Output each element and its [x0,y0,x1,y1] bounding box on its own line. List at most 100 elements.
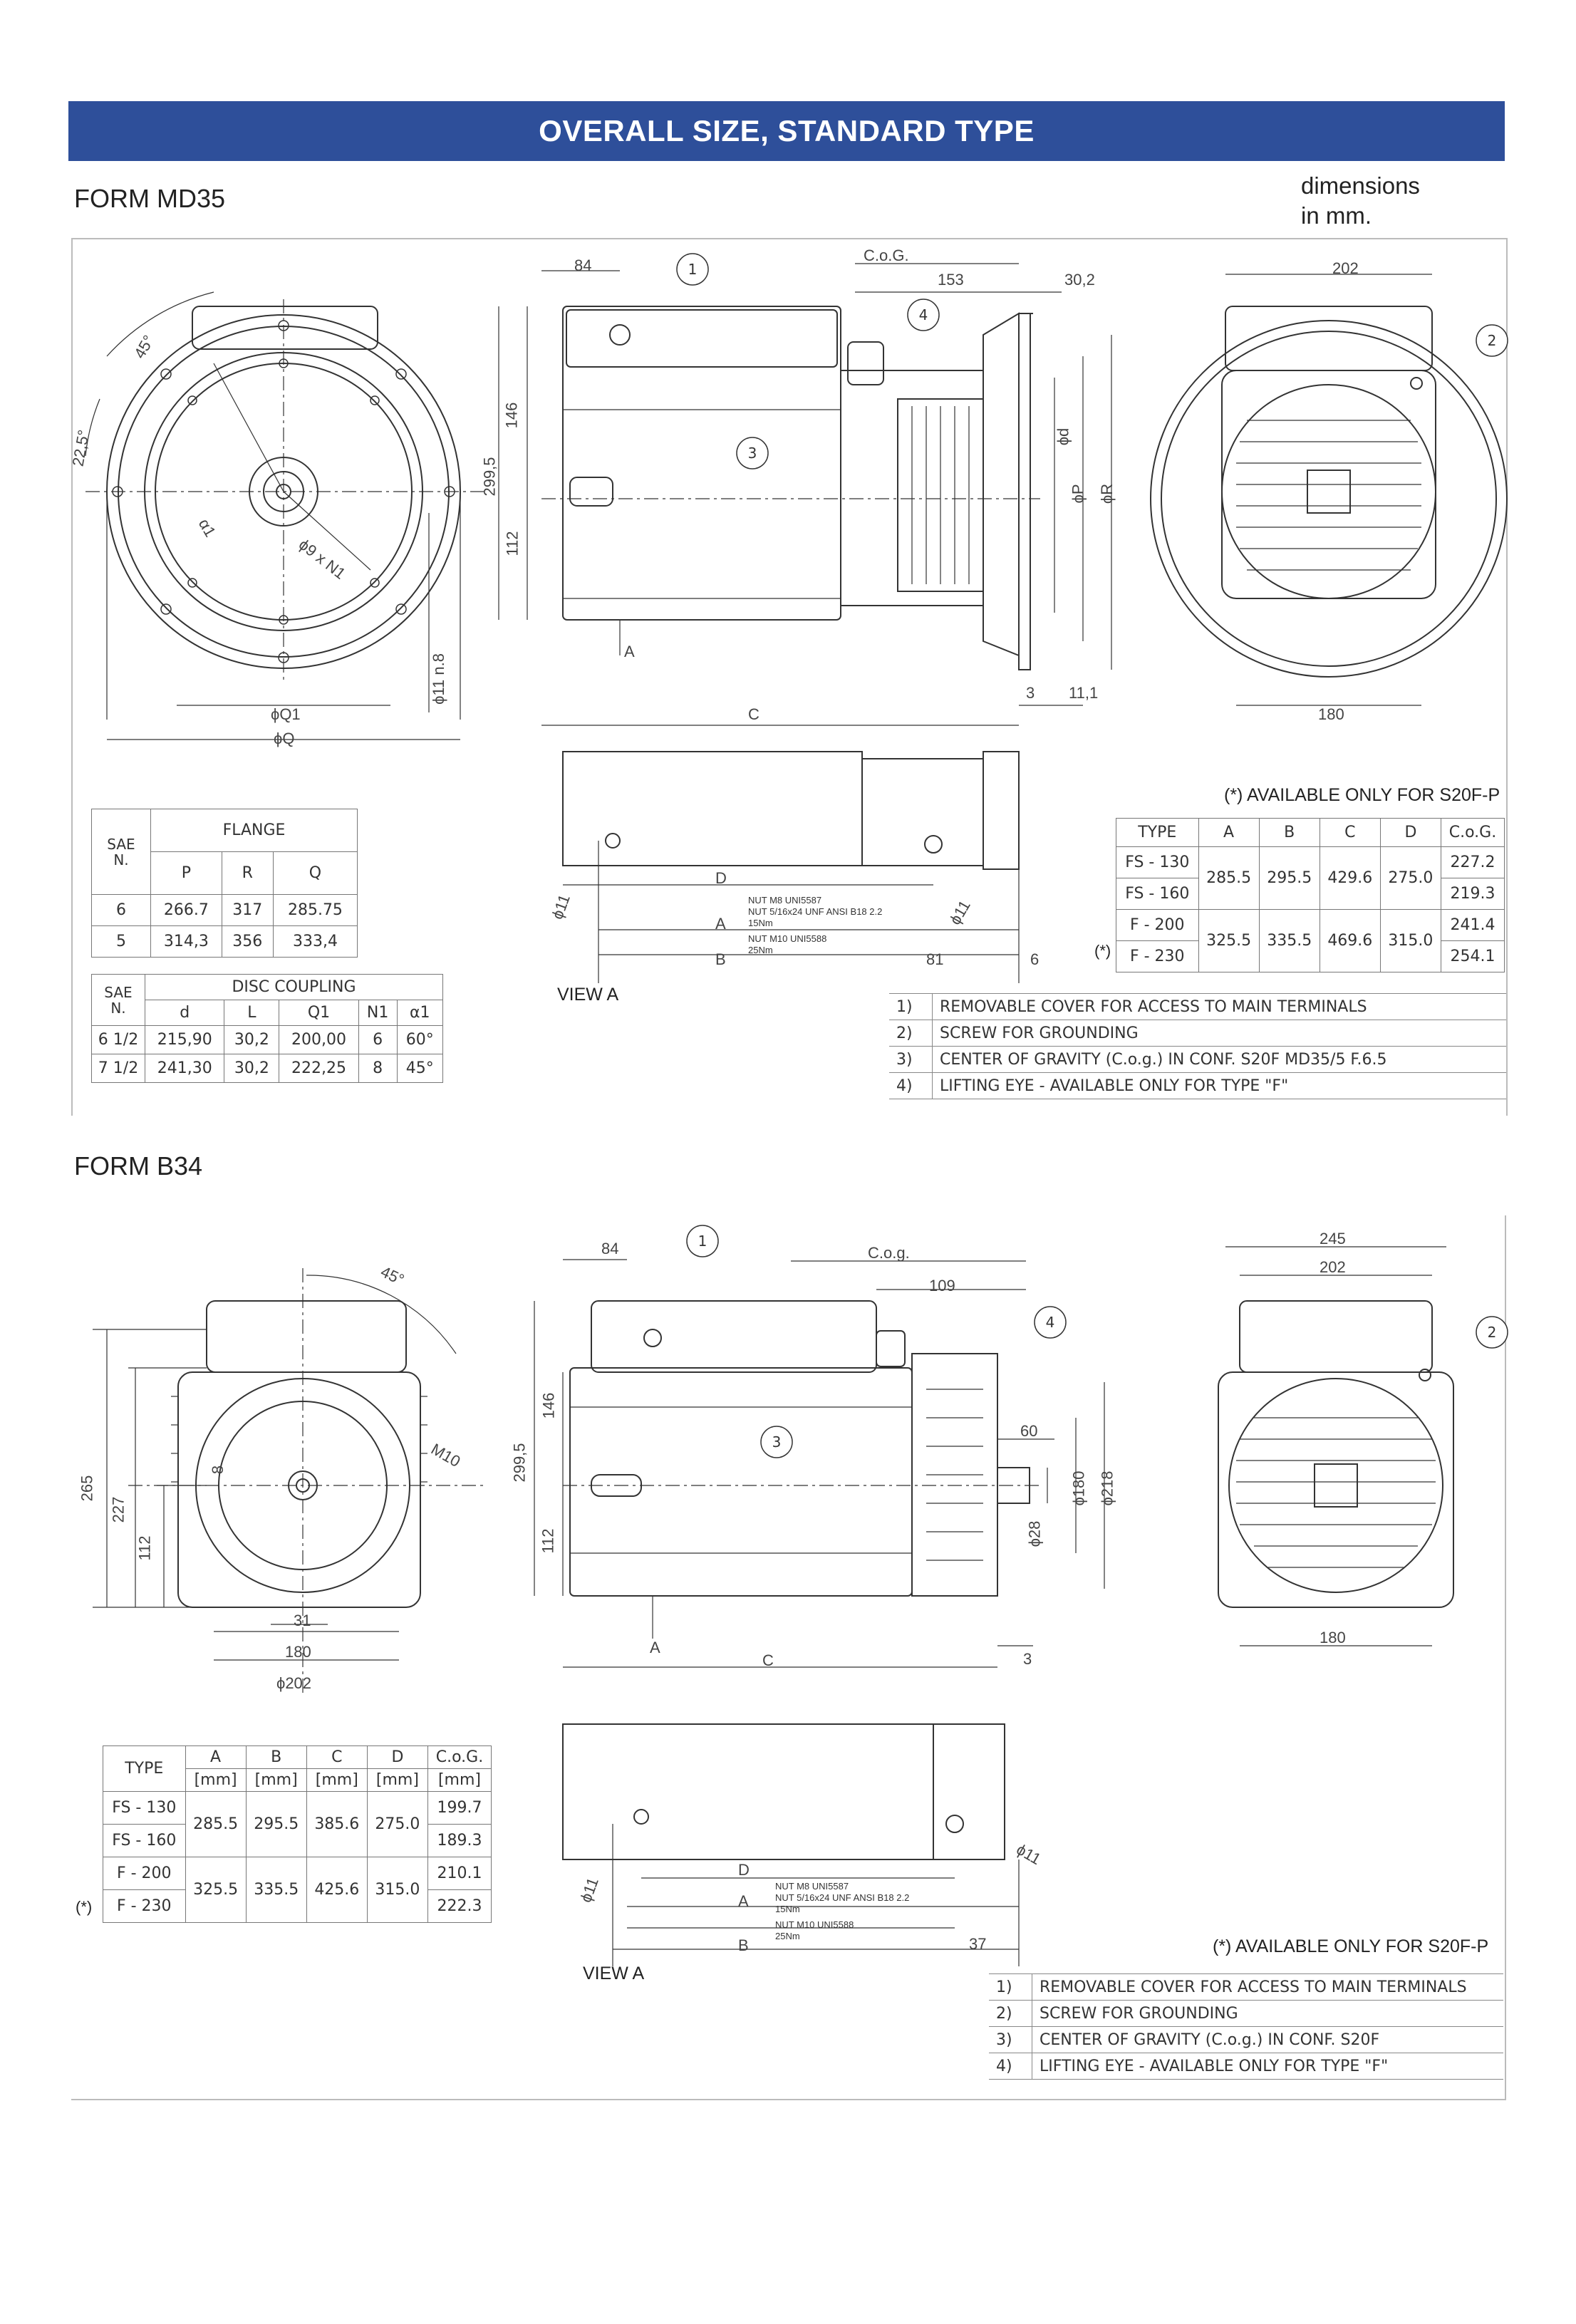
disc-col-d: d [144,1000,225,1026]
table-cell: 469.6 [1319,909,1381,972]
table-cell: 227.2 [1440,846,1505,878]
b34-end-202: 202 [1320,1258,1346,1276]
b34-side-a: A [650,1639,660,1656]
b34-dim-227: 227 [109,1496,128,1523]
table-cell: 429.6 [1319,846,1381,910]
dims-note-line2: in mm. [1301,202,1372,229]
b34-type-star: (*) [76,1898,93,1916]
table-cell: 30,2 [224,1025,280,1054]
b34-nut-1: NUT M8 UNI5587 [775,1881,849,1892]
b34-bottom-37: 37 [969,1935,987,1953]
b34-callout-1: 1 [698,1233,707,1250]
b34-col-type: TYPE [103,1745,186,1792]
md35-callout-2: 2 [1488,332,1497,349]
table-cell: 7 1/2 [91,1054,145,1083]
type-col-d: D [1379,818,1441,847]
table-cell: 317 [221,894,274,926]
disc-sae-text: SAE [104,983,133,1001]
table-cell: 199.7 [427,1791,492,1825]
table-cell: 219.3 [1440,878,1505,910]
legend-text: LIFTING EYE - AVAILABLE ONLY FOR TYPE "F… [1032,2053,1503,2080]
md35-nut-3: NUT M10 UNI5588 [748,933,827,944]
md35-side-c: C [748,705,760,723]
legend-number: 2) [889,1020,933,1047]
b34-side-view [534,1259,1105,1668]
b34-end-view [1218,1246,1454,1646]
md35-side-a: A [624,643,635,660]
b34-dim-60: 60 [1020,1422,1038,1440]
b34-cog-label: C.o.g. [868,1244,910,1262]
b34-dim-31: 31 [294,1612,311,1629]
legend-text: REMOVABLE COVER FOR ACCESS TO MAIN TERMI… [1032,1973,1503,2001]
legend-text: CENTER OF GRAVITY (C.o.g.) IN CONF. S20F [1032,2026,1503,2053]
legend-text: SCREW FOR GROUNDING [932,1020,1506,1047]
unit-cell: [mm] [427,1768,492,1792]
table-cell: 222.3 [427,1889,492,1923]
table-cell: F - 230 [103,1889,186,1923]
form-md35-label: FORM MD35 [74,184,226,213]
md35-dim-30-2: 30,2 [1064,271,1095,289]
md35-legend: 1)REMOVABLE COVER FOR ACCESS TO MAIN TER… [889,993,1506,1099]
b34-bottom-b: B [738,1936,749,1954]
md35-bottom-d: D [715,869,727,887]
md35-callout-4: 4 [919,306,928,323]
page-title: OVERALL SIZE, STANDARD TYPE [539,114,1035,147]
b34-dim-3: 3 [1023,1650,1032,1668]
table-cell: 6 [91,894,151,926]
unit-cell: [mm] [306,1768,368,1792]
b34-dim-84: 84 [601,1240,619,1257]
md35-end-view [1150,274,1508,706]
unit-cell: [mm] [245,1768,307,1792]
table-cell: 325.5 [185,1857,247,1923]
table-cell: 285.5 [1198,846,1260,910]
md35-dim-84: 84 [574,256,592,274]
table-cell: 285.5 [185,1791,247,1857]
b34-dim-112-side: 112 [539,1528,557,1554]
table-cell: 275.0 [1379,846,1441,910]
flange-n-text: N. [113,851,129,868]
b34-type-table: TYPE A B C D C.o.G. [mm] [mm] [mm] [mm] … [103,1745,492,1923]
b34-callout-3: 3 [772,1433,782,1451]
md35-q1-label: ϕQ1 [271,705,301,723]
b34-torque-1: 15Nm [775,1904,800,1914]
legend-number: 1) [889,993,933,1020]
table-cell: 45° [396,1054,444,1083]
b34-legend: 1)REMOVABLE COVER FOR ACCESS TO MAIN TER… [989,1973,1503,2080]
b34-nut-notes: NUT M8 UNI5587 NUT 5/16x24 UNF ANSI B18 … [775,1881,909,1942]
md35-availability-note: (*) AVAILABLE ONLY FOR S20F-P [1224,785,1500,805]
b34-dim-299-5: 299,5 [510,1443,529,1483]
b34-dim-146: 146 [539,1392,558,1419]
flange-col-p: P [150,851,222,895]
table-cell: 6 [358,1025,398,1054]
table-cell: F - 200 [103,1857,186,1890]
md35-q-label: ϕQ [274,730,295,747]
legend-number: 2) [989,2000,1032,2027]
md35-nut-2: NUT 5/16x24 UNF ANSI B18 2.2 [748,906,883,917]
table-cell: 222,25 [279,1054,359,1083]
md35-bottom-b: B [715,950,726,968]
b34-end-180: 180 [1320,1629,1346,1646]
md35-nut-1: NUT M8 UNI5587 [748,895,822,906]
md35-bottom-81: 81 [926,950,944,968]
b34-end-245: 245 [1320,1230,1346,1247]
b34-col-d: D [366,1745,428,1769]
b34-col-a: A [185,1745,247,1769]
page-banner: OVERALL SIZE, STANDARD TYPE [68,101,1505,161]
table-cell: 241,30 [144,1054,225,1083]
md35-side-view [498,263,1112,726]
table-cell: 385.6 [306,1791,368,1857]
table-cell: FS - 160 [103,1824,186,1857]
unit-cell: [mm] [185,1768,247,1792]
legend-number: 1) [989,1973,1032,2001]
md35-callout-1: 1 [688,261,698,278]
b34-phi-218: ϕ218 [1098,1470,1116,1506]
md35-end-180: 180 [1318,705,1344,723]
b34-callout-2: 2 [1488,1324,1497,1341]
b34-torque-2: 25Nm [775,1931,800,1941]
table-cell: FS - 160 [1116,878,1199,910]
disc-col-q1: Q1 [279,1000,359,1026]
